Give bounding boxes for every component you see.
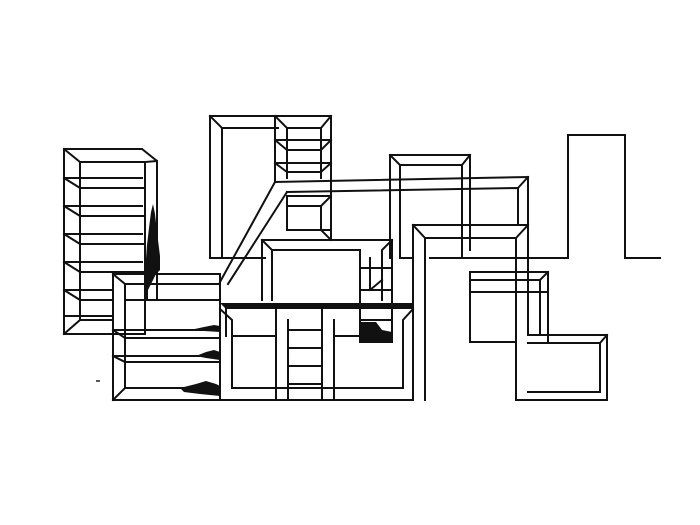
left-bookcase-shelves [62,176,146,321]
right-background-silhouette [547,134,661,259]
diagonal-bridge [218,175,530,286]
front-left-mid-shadow [196,350,220,360]
right-low-frames [469,270,609,401]
ladder-rungs [287,329,323,385]
upper-right-frame [388,153,472,259]
middle-block-shadow [360,322,392,342]
front-left-top-shadow [190,325,220,332]
horizon-line [221,249,549,259]
front-center-ladder-unit [218,307,415,401]
front-right-arch [411,223,530,401]
center-frame-shelves [273,138,333,242]
center-tall-frame [208,114,333,259]
front-left-shadow [180,381,220,396]
middle-shelving-block [260,238,394,343]
front-left-unit [111,272,221,402]
